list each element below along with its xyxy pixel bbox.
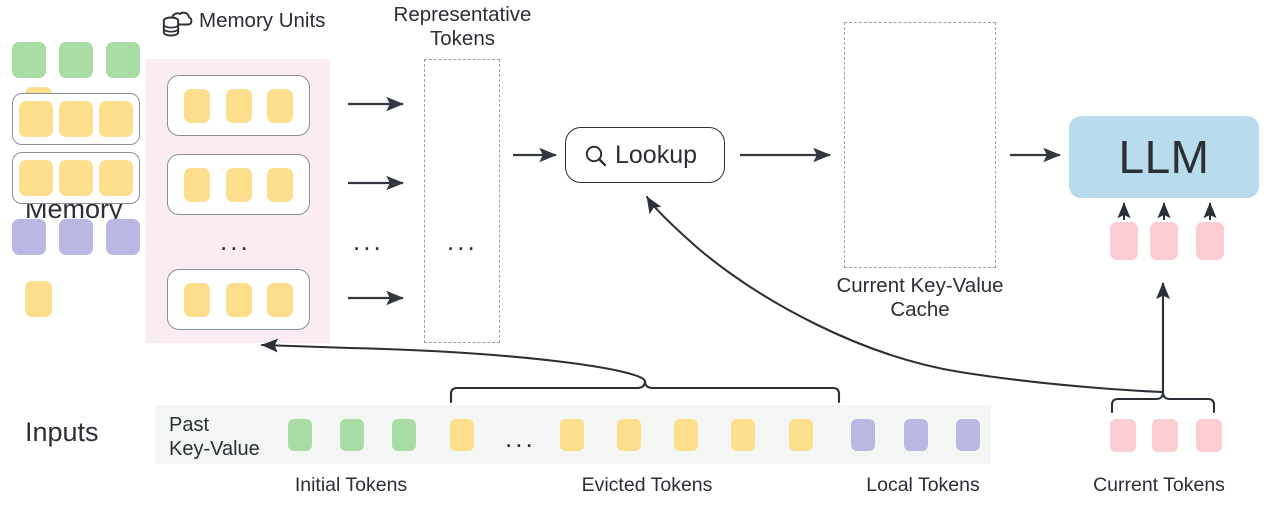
label-current-tokens: Current Tokens: [1093, 474, 1225, 496]
representative-token: [25, 281, 52, 317]
input-token-local: [904, 419, 928, 451]
cloud-database-icon: [160, 8, 194, 42]
llm-input-token: [1150, 222, 1178, 260]
kv-cache-row-retrieved: [12, 93, 140, 145]
current-kv-cache-box: [844, 22, 996, 268]
input-token-evicted: [617, 419, 641, 451]
current-token: [1196, 419, 1222, 452]
memory-unit[interactable]: [167, 154, 310, 215]
memory-units-title: Memory Units: [199, 9, 326, 32]
memory-unit[interactable]: [167, 75, 310, 136]
kv-token-yellow: [19, 160, 53, 196]
input-token-initial: [288, 419, 312, 451]
past-key-value-label: Past Key-Value: [169, 414, 260, 460]
current-token: [1152, 419, 1178, 452]
kv-token-yellow: [99, 101, 133, 137]
memory-token: [225, 282, 252, 317]
memory-token: [267, 167, 294, 202]
kv-token-yellow: [59, 160, 93, 196]
current-token: [1110, 419, 1136, 452]
label-evicted-tokens: Evicted Tokens: [581, 474, 713, 496]
kv-token-green: [12, 42, 46, 78]
input-token-evicted: [560, 419, 584, 451]
memory-token: [225, 167, 252, 202]
input-token-local: [956, 419, 980, 451]
representative-tokens-box: [424, 59, 500, 343]
search-icon: [584, 144, 608, 168]
lookup-button[interactable]: Lookup: [565, 127, 725, 183]
label-local-tokens: Local Tokens: [866, 474, 980, 496]
kv-token-green: [106, 42, 140, 78]
llm-input-token: [1110, 222, 1138, 260]
input-token-evicted: [789, 419, 813, 451]
inputs-ellipsis: ...: [505, 423, 536, 453]
representative-tokens-title: Representative Tokens: [393, 3, 532, 51]
kv-token-yellow: [59, 101, 93, 137]
memory-unit[interactable]: [167, 269, 310, 330]
label-initial-tokens: Initial Tokens: [294, 474, 408, 496]
llm-label: LLM: [1118, 131, 1210, 183]
kv-token-purple: [12, 219, 46, 255]
kv-token-purple: [106, 219, 140, 255]
memory-token: [225, 88, 252, 123]
representative-tokens-ellipsis: ...: [447, 226, 478, 256]
kv-token-yellow: [99, 160, 133, 196]
input-token-evicted: [731, 419, 755, 451]
input-token-initial: [392, 419, 416, 451]
input-token-local: [851, 419, 875, 451]
kv-token-yellow: [19, 101, 53, 137]
memory-token: [267, 282, 294, 317]
input-token-evicted: [450, 419, 474, 451]
row-label-inputs: Inputs: [25, 417, 99, 447]
kv-token-green: [59, 42, 93, 78]
memory-token: [183, 167, 210, 202]
current-kv-cache-title: Current Key-Value Cache: [836, 274, 1004, 322]
memory-arrow-ellipsis: ...: [353, 226, 384, 256]
lookup-label: Lookup: [614, 140, 698, 169]
kv-cache-row-initial: [12, 38, 140, 82]
kv-cache-row-retrieved: [12, 152, 140, 204]
input-token-initial: [340, 419, 364, 451]
memory-units-ellipsis: ...: [220, 226, 251, 256]
llm-input-token: [1196, 222, 1224, 260]
llm-box[interactable]: LLM: [1069, 116, 1259, 198]
memory-token: [183, 282, 210, 317]
kv-cache-row-local: [12, 215, 140, 259]
input-token-evicted: [674, 419, 698, 451]
kv-token-purple: [59, 219, 93, 255]
memory-token: [183, 88, 210, 123]
memory-token: [267, 88, 294, 123]
